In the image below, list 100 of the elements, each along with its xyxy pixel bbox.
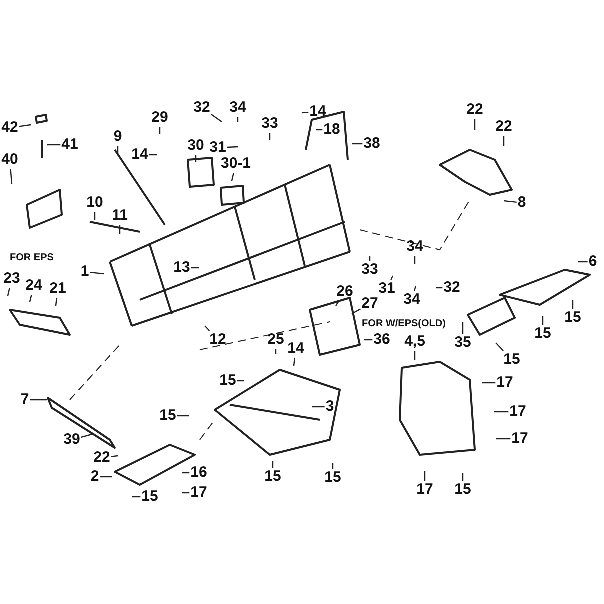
leader-line	[237, 117, 239, 122]
leader-line	[352, 308, 361, 315]
leader-line	[132, 496, 141, 498]
leader-line	[30, 399, 47, 401]
leader-line	[462, 322, 464, 334]
leader-line	[462, 473, 464, 481]
leader-line	[302, 112, 309, 114]
callout-number: 26	[336, 284, 354, 300]
callout-number: 17	[416, 482, 434, 498]
leader-line	[100, 476, 112, 478]
callout-number: 38	[364, 136, 380, 152]
callout-number: 1	[80, 264, 90, 280]
callout-number: 15	[324, 470, 342, 486]
leader-line	[364, 339, 373, 341]
callout-number: 12	[210, 332, 226, 348]
leader-line	[269, 133, 271, 140]
note-text: FOR EPS	[10, 252, 54, 264]
leader-line	[542, 316, 544, 325]
callout-number: 18	[324, 122, 340, 138]
callout-number: 6	[588, 254, 598, 270]
leader-line	[414, 256, 416, 264]
leader-line	[231, 172, 234, 182]
leader-line	[177, 415, 189, 417]
callout-number: 15	[534, 326, 552, 342]
leader-line	[494, 411, 509, 413]
callout-number: 13	[174, 260, 190, 276]
callout-number: 4,5	[404, 334, 426, 350]
leader-line	[293, 358, 296, 366]
callout-number: 16	[190, 465, 208, 481]
leader-line	[572, 300, 574, 309]
callout-number: 29	[152, 110, 168, 126]
leader-line	[10, 168, 13, 184]
leader-line	[496, 342, 504, 352]
leader-line	[19, 124, 32, 128]
leader-line	[414, 351, 416, 360]
callout-number: 24	[26, 278, 42, 294]
callout-number: 15	[504, 352, 520, 368]
callout-number: 41	[62, 137, 78, 153]
callout-number: 17	[510, 404, 526, 420]
callout-number: 22	[94, 450, 110, 466]
leader-line	[111, 455, 118, 458]
leader-line	[369, 256, 371, 261]
leader-line	[47, 144, 61, 146]
leader-line	[482, 382, 496, 384]
callout-number: 40	[2, 152, 18, 168]
callout-number: 30	[188, 138, 204, 154]
callout-number: 21	[50, 281, 66, 297]
callout-number: 32	[194, 100, 210, 116]
callout-number: 23	[4, 271, 20, 287]
leader-line	[159, 127, 161, 134]
leader-line	[332, 463, 334, 469]
callout-number: 14	[288, 341, 304, 357]
callout-number: 34	[230, 100, 246, 116]
leader-line	[94, 212, 96, 220]
leader-line	[237, 380, 244, 382]
callout-number: 33	[262, 116, 278, 132]
leader-line	[503, 136, 505, 146]
callout-number: 31	[378, 281, 396, 297]
callout-number: 22	[466, 102, 484, 118]
leader-line	[496, 438, 511, 440]
leader-line	[390, 276, 394, 280]
leader-line	[352, 143, 363, 145]
callout-number: 35	[454, 335, 472, 351]
callout-number: 2	[90, 469, 100, 485]
callout-number: 39	[64, 432, 80, 448]
callout-number: 33	[362, 262, 378, 278]
callout-number: 15	[142, 489, 158, 505]
callout-number: 17	[512, 431, 528, 447]
leader-line	[504, 200, 517, 204]
leader-line	[436, 287, 443, 289]
leader-line	[117, 146, 119, 155]
leader-line	[424, 471, 426, 481]
callout-number: 30-1	[220, 156, 252, 172]
callout-number: 14	[310, 104, 326, 120]
callout-number: 15	[564, 310, 582, 326]
callout-number: 11	[112, 208, 128, 224]
leader-line	[227, 146, 238, 148]
leader-line	[336, 300, 340, 306]
leader-line	[211, 114, 222, 122]
leader-line	[149, 154, 157, 156]
callout-number: 27	[362, 296, 378, 312]
callout-number: 10	[86, 195, 104, 211]
leader-line	[191, 267, 199, 269]
callout-number: 36	[374, 332, 390, 348]
leader-line	[182, 492, 190, 494]
leader-line	[55, 298, 58, 306]
leader-line	[195, 155, 197, 162]
leader-line	[275, 349, 277, 354]
leader-line	[474, 119, 476, 130]
callout-number: 9	[114, 129, 122, 145]
callout-number: 15	[454, 482, 472, 498]
callout-number: 34	[404, 292, 420, 308]
callout-number: 31	[210, 140, 226, 156]
callout-number: 17	[496, 375, 514, 391]
callout-number: 22	[496, 119, 512, 135]
leader-line	[204, 326, 210, 332]
leader-line	[81, 433, 94, 438]
callout-number: 25	[268, 332, 284, 348]
callout-number: 42	[2, 120, 18, 136]
leader-line	[578, 261, 588, 263]
